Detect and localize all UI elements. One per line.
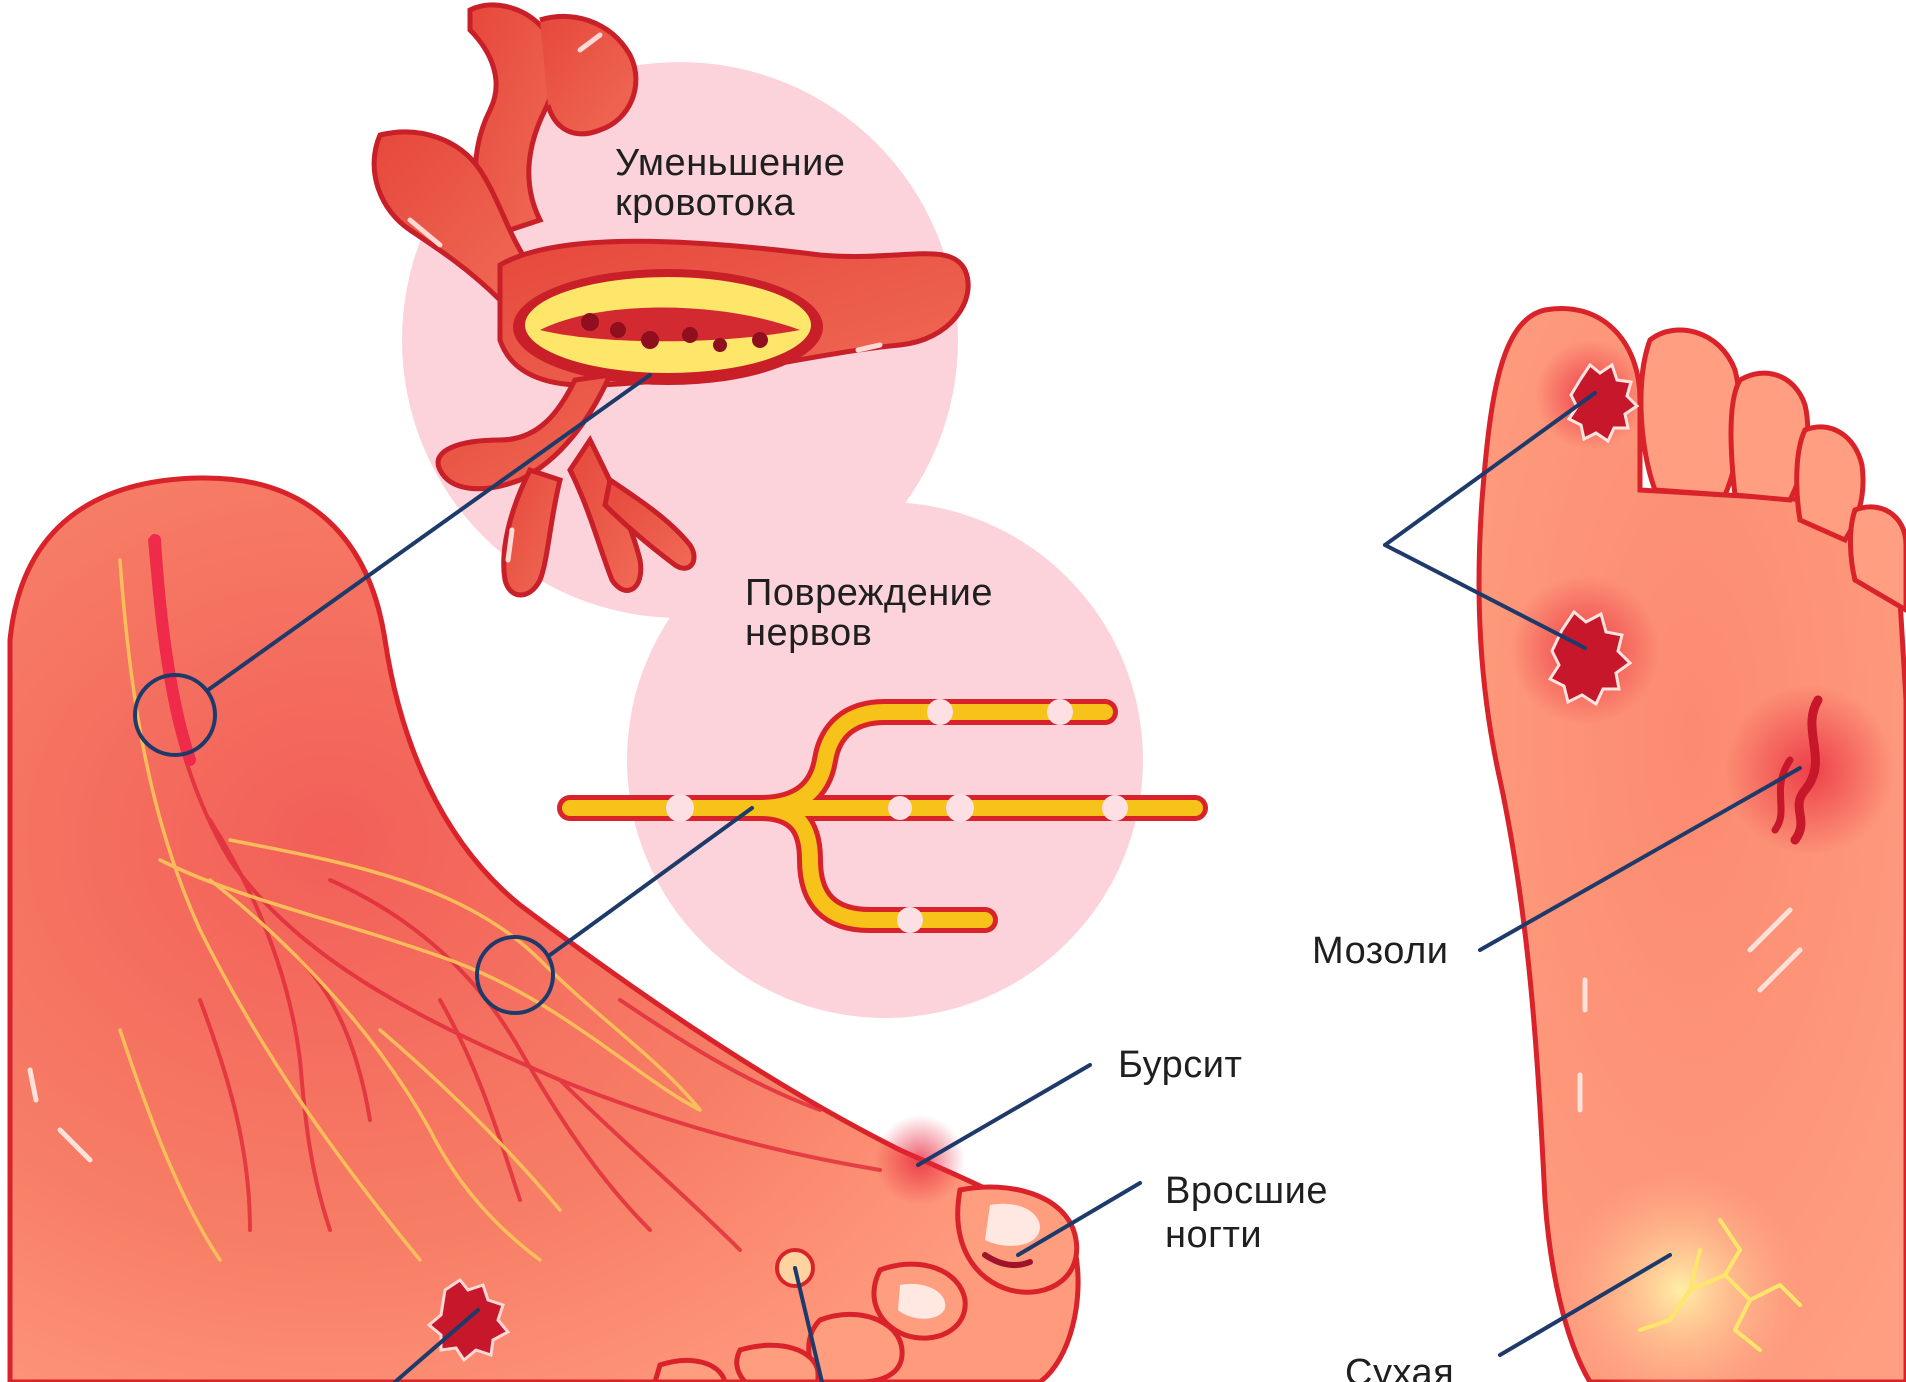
- foot-side-illustration: [7, 475, 1081, 1382]
- label-calluses: Мозоли: [1312, 930, 1448, 972]
- blood-vessel-illustration: [371, 2, 971, 598]
- blood-flow-marker: [133, 673, 217, 757]
- label-nerve-damage-line1: Повреждение: [745, 572, 993, 614]
- nerve-bubble: [627, 502, 1143, 1018]
- label-dry-skin: Сухая: [1345, 1352, 1454, 1382]
- leader-lines: [133, 373, 1802, 1382]
- label-nerve-damage-line2: нервов: [745, 612, 872, 654]
- nerve-illustration: [557, 699, 1208, 933]
- nerve-marker: [475, 935, 555, 1015]
- label-blood-flow-line2: кровотока: [615, 182, 796, 224]
- foot-sole-illustration: [1476, 306, 1906, 1382]
- label-bursitis: Бурсит: [1118, 1044, 1242, 1086]
- label-blood-flow-line1: Уменьшение: [615, 142, 845, 184]
- label-ingrown-line1: Вросшие: [1165, 1170, 1328, 1212]
- label-ingrown-line2: ногти: [1165, 1214, 1262, 1256]
